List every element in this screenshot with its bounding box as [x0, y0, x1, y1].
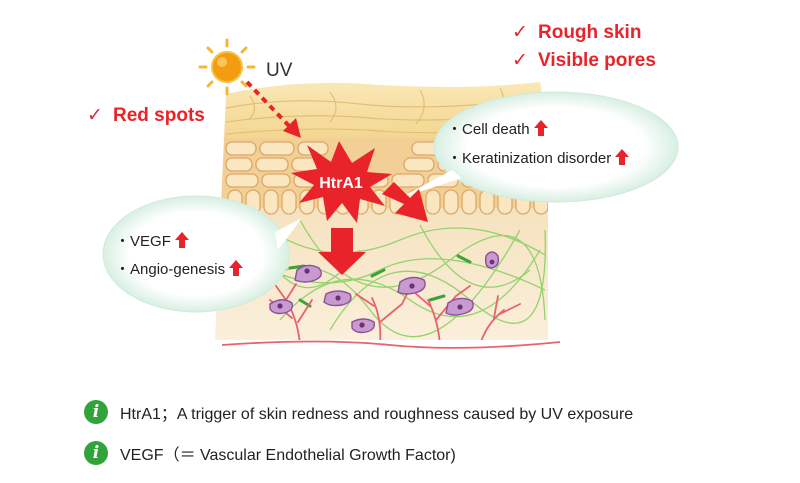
symptom-visible-pores: ✓ Visible pores: [512, 49, 656, 72]
up-arrow-icon: [615, 149, 630, 165]
check-icon: ✓: [87, 105, 103, 126]
info-icon: i: [84, 400, 108, 424]
symptom-red-spots: ✓ Red spots: [87, 104, 205, 127]
symptom-label: Visible pores: [538, 50, 656, 71]
uv-arrow: [245, 80, 301, 138]
bubble-top-line-cell-death: ・Cell death: [447, 118, 548, 139]
skin-edge-line: [221, 340, 561, 349]
bullet: ・: [447, 121, 463, 138]
bubble-line-text: Cell death: [462, 121, 530, 138]
info-text: VEGF（＝ Vascular Endothelial Growth Facto…: [120, 447, 456, 464]
bubble-top-body: [433, 91, 679, 203]
info-text: HtrA1；A trigger of skin redness and roug…: [120, 406, 634, 423]
info-row-htra1: i HtrA1；A trigger of skin redness and ro…: [84, 400, 633, 424]
arrow-down: [318, 228, 366, 275]
htra1-burst: [291, 141, 392, 223]
bubble-left: [102, 195, 302, 313]
bubble-top-line-keratinization: ・Keratinization disorder: [447, 147, 630, 168]
bullet: ・: [447, 150, 463, 167]
info-row-vegf: i VEGF（＝ Vascular Endothelial Growth Fac…: [84, 441, 456, 465]
bubble-line-text: Angio-genesis: [130, 261, 226, 278]
bubble-left-line-angiogenesis: ・Angio-genesis: [115, 258, 244, 279]
info-icon: i: [84, 441, 108, 465]
symptom-label: Rough skin: [538, 22, 642, 43]
symptom-label: Red spots: [113, 105, 205, 126]
bubble-left-body: [102, 195, 290, 313]
bullet: ・: [115, 261, 131, 278]
bubble-top: [400, 91, 679, 203]
bubble-line-text: VEGF: [130, 233, 171, 250]
bubble-line-text: Keratinization disorder: [462, 150, 612, 167]
sun-icon: [198, 38, 256, 96]
up-arrow-icon: [174, 232, 189, 248]
check-icon: ✓: [512, 50, 528, 71]
up-arrow-icon: [533, 120, 548, 136]
symptom-rough-skin: ✓ Rough skin: [512, 21, 641, 44]
htra1-label: HtrA1: [319, 175, 363, 192]
uv-label: UV: [266, 60, 293, 81]
fibroblast-nuclei: [277, 259, 495, 328]
check-icon: ✓: [512, 22, 528, 43]
bullet: ・: [115, 233, 131, 250]
up-arrow-icon: [229, 260, 244, 276]
bubble-left-line-vegf: ・VEGF: [115, 230, 189, 251]
bubble-top-tail: [400, 170, 462, 198]
bubble-left-tail: [275, 218, 302, 250]
skin-block: [215, 82, 548, 340]
arrow-diagonal: [382, 182, 428, 222]
